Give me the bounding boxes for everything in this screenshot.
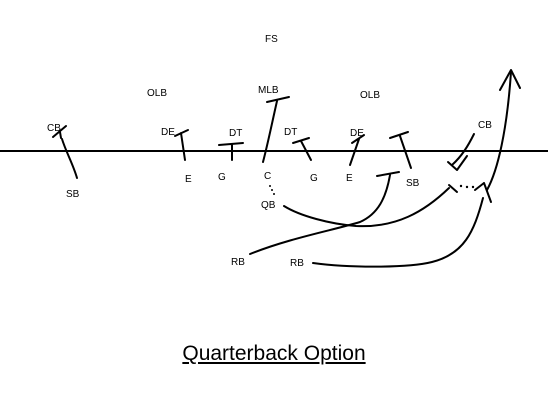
dt-left-block [218, 142, 244, 161]
label-g-left: G [218, 172, 226, 183]
qb-option-path [283, 187, 450, 228]
label-e-left: E [185, 174, 192, 185]
cb-left-block [52, 125, 67, 139]
label-rb-right: RB [290, 258, 304, 269]
deep-route-arrow-head [499, 69, 521, 91]
label-de-right: DE [350, 128, 364, 139]
label-olb-left: OLB [147, 88, 167, 99]
sb-right-block [389, 131, 412, 169]
rb-right-path [312, 197, 484, 268]
label-rb-left: RB [231, 257, 245, 268]
label-c: C [264, 171, 271, 182]
label-dt-right: DT [284, 127, 297, 138]
qb-pitch-pointer [448, 184, 458, 193]
cb-right-block [447, 155, 468, 171]
label-qb: QB [261, 200, 276, 211]
label-mlb: MLB [258, 85, 279, 96]
label-olb-right: OLB [360, 90, 380, 101]
label-e-right: E [346, 173, 353, 184]
cb-left-route [61, 138, 78, 179]
rb-right-arrow-head [474, 182, 492, 203]
de-left-block [174, 129, 189, 161]
mlb-route [262, 100, 278, 163]
play-title: Quarterback Option [182, 342, 366, 365]
rb-left-path [249, 174, 391, 255]
label-cb-right: CB [478, 120, 492, 131]
dotted-pitch-read [269, 184, 475, 195]
label-sb-right: SB [406, 178, 420, 189]
label-sb-left: SB [66, 189, 80, 200]
label-dt-left: DT [229, 128, 242, 139]
deep-route [486, 71, 512, 191]
cb-right-route [451, 133, 475, 166]
label-fs: FS [265, 34, 278, 45]
label-de-left: DE [161, 127, 175, 138]
dt-right-block [292, 137, 312, 161]
label-cb-left: CB [47, 123, 61, 134]
mlb-block [266, 96, 290, 103]
label-g-right: G [310, 173, 318, 184]
sb-block-end [376, 171, 400, 177]
de-right-block [349, 134, 365, 166]
